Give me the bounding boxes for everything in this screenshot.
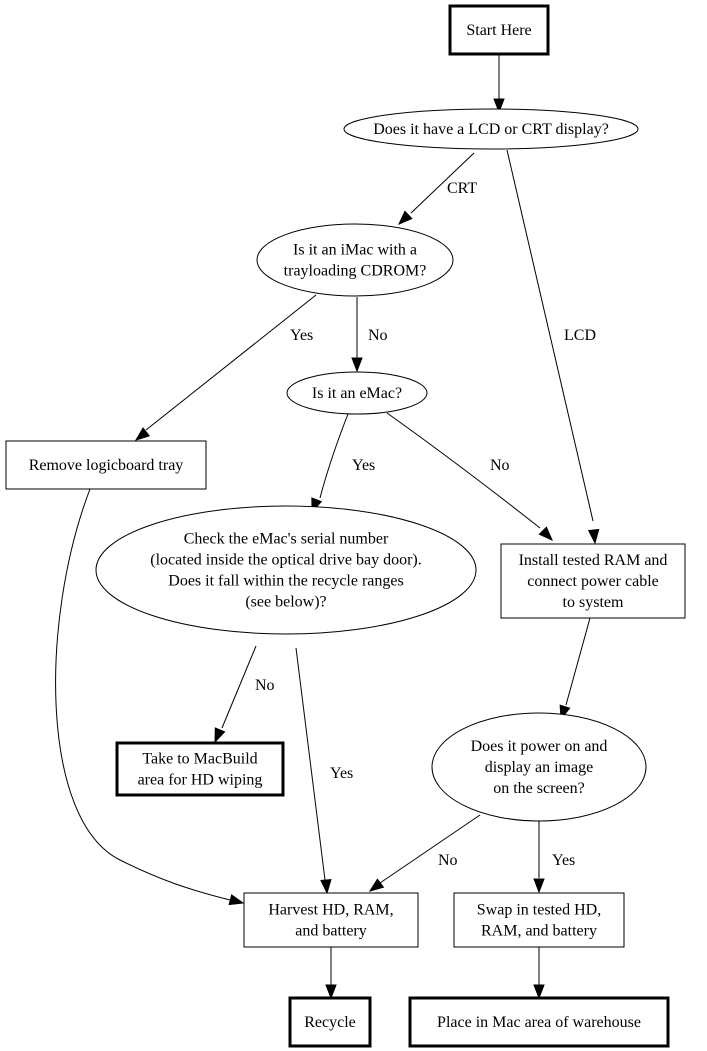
edge-line	[410, 152, 475, 214]
node-ram: Install tested RAM and connect power cabl…	[500, 543, 686, 619]
node-label: Is it an iMac with a	[293, 242, 417, 259]
terminal-box	[448, 4, 550, 56]
process-box	[453, 892, 625, 948]
edge-line	[295, 647, 326, 881]
edge-label: Yes	[330, 765, 353, 782]
decision-ellipse	[343, 108, 639, 150]
node-label: Is it an eMac?	[312, 385, 402, 402]
arrowhead-icon	[533, 984, 545, 1000]
edge-line	[379, 814, 481, 884]
decision-ellipse	[431, 712, 647, 822]
node-tray: Remove logicboard tray	[5, 440, 207, 490]
arrowhead-icon	[228, 894, 245, 906]
edge-label: Yes	[552, 852, 575, 869]
edge-line	[319, 413, 349, 499]
decision-ellipse	[286, 371, 428, 415]
arrowhead-icon	[368, 878, 385, 892]
node-swap: Swap in tested HD, RAM, and battery	[453, 892, 625, 948]
node-label: Harvest HD, RAM,	[268, 902, 393, 919]
node-label: Start Here	[466, 22, 531, 39]
arrowhead-icon	[533, 878, 545, 894]
edge-emac-to-serial: Yes	[311, 413, 375, 514]
edge-display-to-ram: LCD	[506, 149, 600, 545]
edge-label: No	[368, 327, 388, 344]
node-emac: Is it an eMac?	[286, 371, 428, 415]
node-start: Start Here	[448, 4, 550, 56]
edge-display-to-imac: CRT	[397, 152, 477, 225]
edge-harvest-to-recycle	[325, 947, 337, 1000]
arrowhead-icon	[325, 984, 337, 1000]
node-warehouse: Place in Mac area of warehouse	[408, 996, 670, 1048]
edge-line	[565, 617, 591, 706]
edge-label: No	[490, 457, 510, 474]
node-display: Does it have a LCD or CRT display?	[343, 108, 639, 150]
decision-ellipse	[95, 505, 477, 635]
node-label: Swap in tested HD,	[477, 902, 601, 919]
edge-label: LCD	[564, 327, 596, 344]
edge-imac-to-tray: Yes	[134, 294, 317, 441]
process-box	[243, 892, 419, 948]
arrowhead-icon	[320, 879, 332, 895]
node-label: (located inside the optical drive bay do…	[150, 552, 421, 569]
edge-line	[221, 645, 257, 729]
arrowhead-icon	[538, 526, 553, 541]
node-label: Check the eMac's serial number	[184, 531, 389, 548]
node-recycle: Recycle	[288, 996, 372, 1048]
edge-power-to-harvest: No	[368, 814, 481, 892]
edge-emac-to-ram: No	[386, 412, 553, 541]
node-label: Install tested RAM and	[519, 552, 668, 569]
node-label: trayloading CDROM?	[284, 263, 427, 280]
node-label: Place in Mac area of warehouse	[437, 1014, 641, 1031]
arrowhead-icon	[397, 210, 413, 225]
edge-power-to-swap: Yes	[533, 821, 575, 894]
process-box	[500, 543, 686, 619]
edge-ram-to-power	[559, 617, 591, 721]
arrowhead-icon	[493, 98, 505, 114]
edge-label: Yes	[290, 327, 313, 344]
node-label: display an image	[485, 759, 593, 776]
node-label: (see below)?	[245, 594, 326, 611]
terminal-box	[408, 996, 670, 1048]
node-power: Does it power on and display an image on t…	[431, 712, 647, 822]
node-harvest: Harvest HD, RAM, and battery	[243, 892, 419, 948]
node-imac: Is it an iMac with a trayloading CDROM?	[256, 223, 454, 297]
arrowhead-icon	[351, 357, 363, 373]
decision-ellipse	[256, 223, 454, 297]
terminal-box	[288, 996, 372, 1048]
node-label: and battery	[295, 923, 367, 940]
node-label: Does it have a LCD or CRT display?	[373, 121, 609, 138]
edge-label: CRT	[447, 180, 477, 197]
edge-line	[386, 412, 541, 529]
edge-line	[55, 488, 231, 901]
edge-serial-to-macbuild: No	[214, 645, 275, 744]
process-box	[5, 440, 207, 490]
arrowhead-icon	[587, 528, 600, 545]
edge-start-to-display	[493, 54, 505, 114]
edge-tray-to-harvest	[55, 488, 245, 906]
node-macbuild: Take to MacBuild area for HD wiping	[115, 741, 285, 797]
edge-label: No	[255, 677, 275, 694]
edge-label: Yes	[352, 457, 375, 474]
arrowhead-icon	[214, 727, 226, 744]
terminal-box	[115, 741, 285, 797]
node-serial: Check the eMac's serial number (located i…	[95, 505, 477, 635]
node-label: Does it fall within the recycle ranges	[168, 573, 403, 590]
node-label: Take to MacBuild	[142, 751, 257, 768]
edge-line	[506, 149, 594, 522]
node-label: on the screen?	[493, 780, 585, 797]
node-label: Recycle	[304, 1014, 356, 1031]
node-label: Does it power on and	[471, 738, 608, 755]
edge-swap-to-warehouse	[533, 947, 545, 1000]
edge-label: No	[438, 852, 458, 869]
node-label: connect power cable	[527, 573, 658, 590]
node-label: area for HD wiping	[138, 772, 263, 789]
node-label: RAM, and battery	[481, 923, 597, 940]
edge-imac-to-emac: No	[351, 297, 388, 373]
arrowhead-icon	[134, 427, 151, 441]
node-label: Remove logicboard tray	[29, 457, 184, 474]
edge-line	[145, 294, 317, 431]
edge-serial-to-harvest: Yes	[295, 647, 353, 895]
node-label: to system	[563, 594, 624, 611]
